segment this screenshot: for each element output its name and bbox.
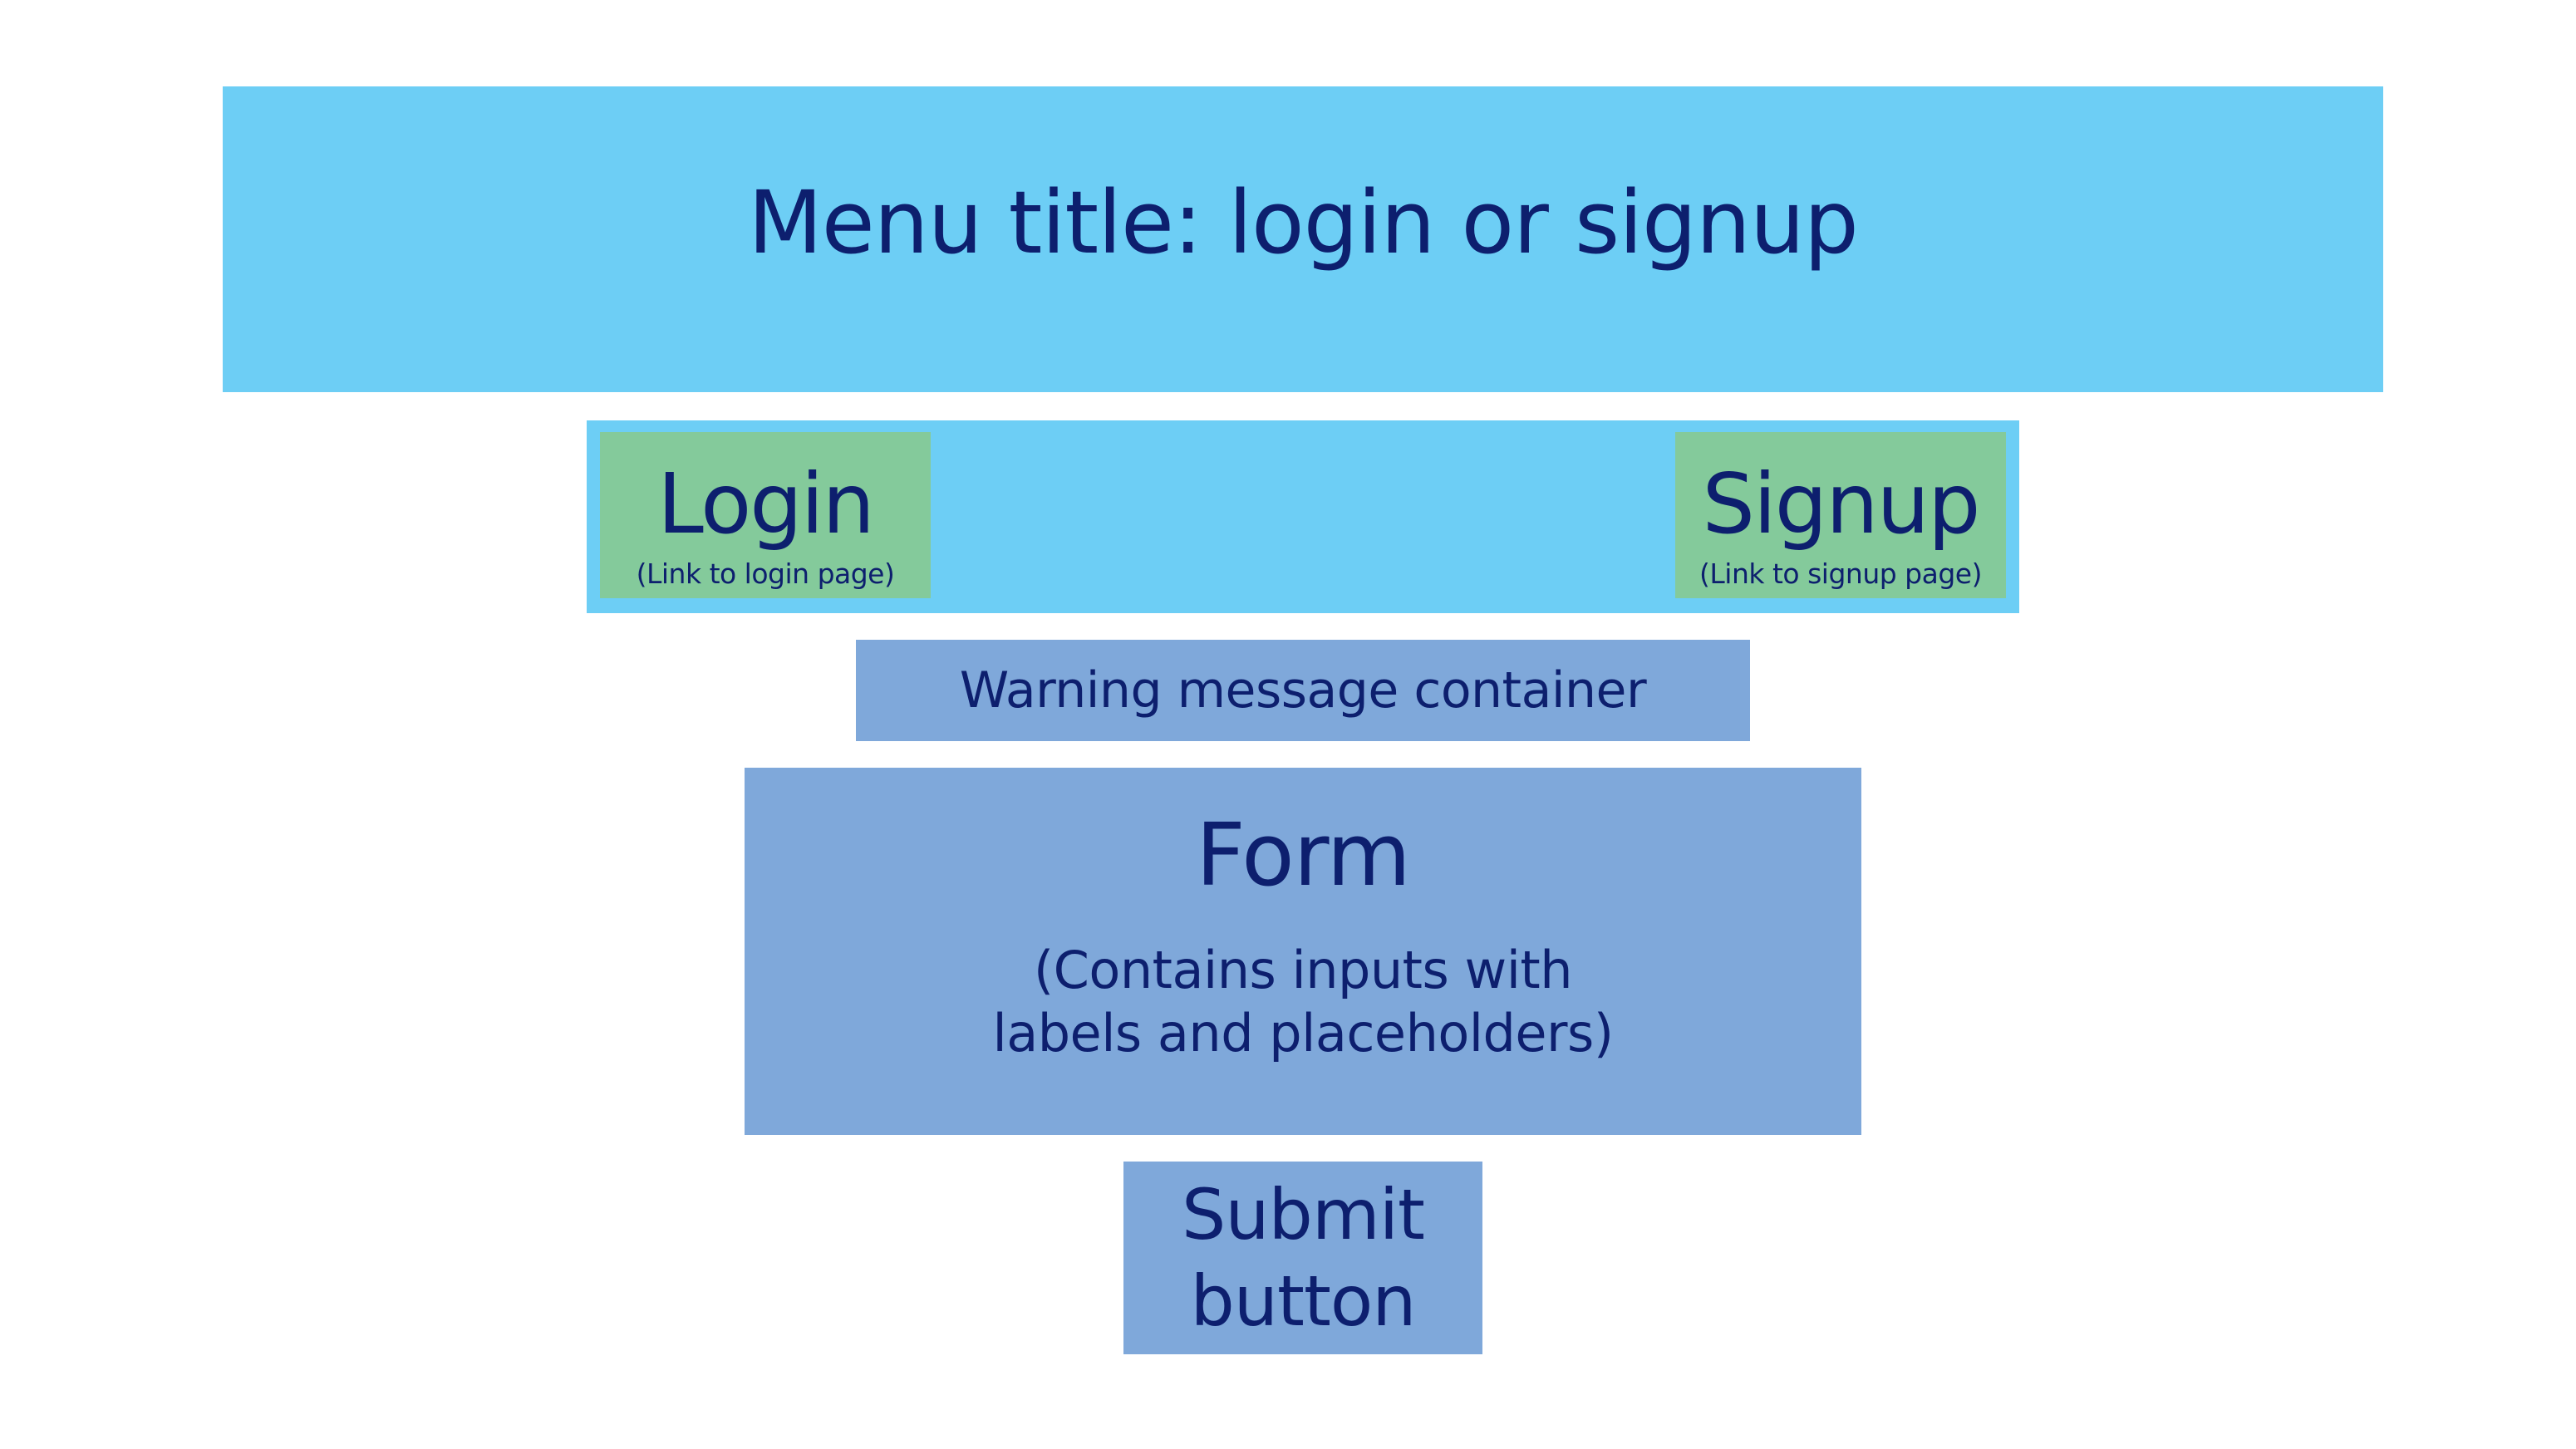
menu-title-block: Menu title: login or signup [223,86,2383,392]
login-label: Login [657,454,875,553]
warning-message-block: Warning message container [856,640,1750,741]
submit-label-line: button [1190,1260,1416,1342]
signup-link-block: Signup (Link to signup page) [1675,432,2006,598]
menu-title-text: Menu title: login or signup [748,172,1859,273]
form-block: Form (Contains inputs with labels and pl… [745,768,1861,1135]
form-label: Form [1196,804,1411,906]
login-link-block: Login (Link to login page) [600,432,931,598]
signup-label: Signup [1702,454,1981,553]
submit-label-line: Submit [1182,1174,1425,1255]
submit-button-label: Submit button [1182,1171,1425,1344]
form-description: (Contains inputs with labels and placeho… [992,939,1614,1065]
signup-note: (Link to signup page) [1699,557,1982,590]
warning-message-text: Warning message container [959,661,1647,720]
login-note: (Link to login page) [636,557,895,590]
submit-button-block: Submit button [1123,1162,1482,1354]
form-description-line: labels and placeholders) [992,1003,1614,1063]
form-description-line: (Contains inputs with [1033,940,1573,1000]
